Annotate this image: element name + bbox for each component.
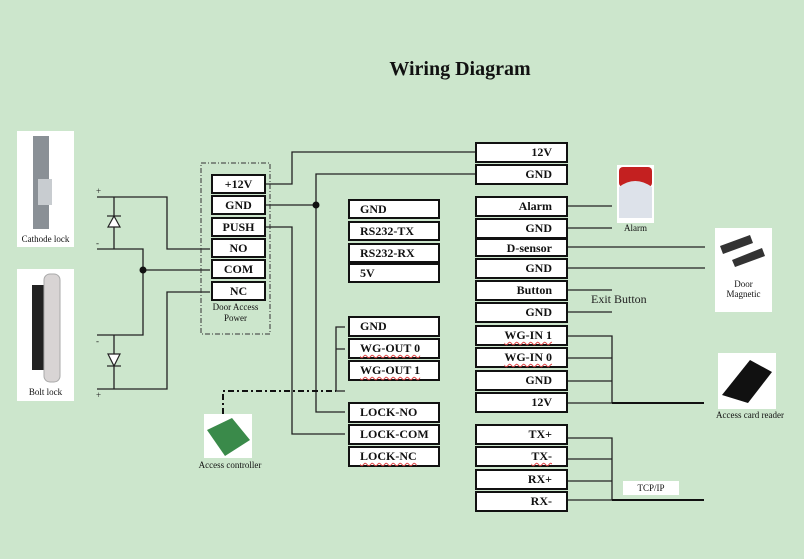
terminal-nc: NC (211, 281, 266, 301)
door-magnetic-label-2: Magnetic (726, 289, 761, 299)
diagram-title: Wiring Diagram (389, 58, 531, 80)
junction-dot (139, 266, 147, 274)
wg-out-0-text: WG-OUT 0 (360, 341, 421, 355)
lock-nc-text: LOCK-NC (360, 449, 417, 463)
power-caption-2: Power (224, 313, 247, 323)
terminal-push: PUSH (211, 217, 266, 237)
lock-no: LOCK-NO (348, 402, 440, 423)
tcp-tx-plus: TX+ (475, 424, 568, 445)
terminal-com: COM (211, 259, 266, 279)
alarm-label: Alarm (624, 223, 647, 233)
wg-in-1: WG-IN 1 (475, 325, 568, 346)
right-12v: 12V (475, 142, 568, 163)
rs232-5v: 5V (348, 263, 440, 283)
door-magnetic-label-1: Door (734, 279, 753, 289)
io-dsensor: D-sensor (475, 238, 568, 257)
io-dsensor-gnd: GND (475, 258, 568, 279)
lock-com: LOCK-COM (348, 424, 440, 445)
controller-link (222, 390, 336, 414)
wg-out-0: WG-OUT 0 (348, 338, 440, 359)
access-controller-label: Access controller (198, 460, 262, 470)
alarm-icon (617, 165, 654, 223)
rs232-rx: RS232-RX (348, 243, 440, 263)
io-alarm-gnd: GND (475, 218, 568, 239)
tcp-rx-minus: RX- (475, 491, 568, 512)
power-supply-frame (200, 162, 271, 335)
rs232-gnd: GND (348, 199, 440, 219)
io-button: Button (475, 280, 568, 301)
terminal-gnd: GND (211, 195, 266, 215)
cathode-lock-icon (17, 131, 74, 247)
wire-push (265, 226, 345, 435)
wire-wg-in (567, 335, 704, 404)
polarity-minus: - (96, 238, 99, 248)
exit-button-label: Exit Button (591, 292, 647, 306)
wg-in-1-text: WG-IN 1 (504, 328, 552, 342)
rs232-tx: RS232-TX (348, 221, 440, 241)
polarity-plus: + (96, 390, 102, 400)
cathode-lock-label: Cathode lock (21, 234, 70, 244)
diode-icon (106, 214, 122, 368)
wire-12v (265, 151, 477, 185)
wg-in-12v: 12V (475, 392, 568, 413)
wg-out-1: WG-OUT 1 (348, 360, 440, 381)
wg-in-0-text: WG-IN 0 (504, 350, 552, 364)
polarity-plus: + (96, 186, 102, 196)
wire-bolt-plus (97, 291, 210, 390)
door-magnetic-icon (715, 228, 772, 312)
access-controller-icon (204, 414, 252, 458)
wire-gnd-bus (315, 173, 477, 413)
access-card-reader-icon (718, 353, 776, 409)
wire-cathode-minus (97, 248, 144, 336)
wire-wg-out (335, 326, 345, 392)
tcp-rx-plus: RX+ (475, 469, 568, 490)
tcp-ip-label: TCP/IP (623, 481, 679, 495)
tcp-tx-minus: TX- (475, 446, 568, 467)
tcp-tx-minus-text: TX- (531, 449, 552, 463)
wg-out-gnd: GND (348, 316, 440, 337)
wg-in-0: WG-IN 0 (475, 347, 568, 368)
terminal-plus12v: +12V (211, 174, 266, 194)
wg-in-gnd: GND (475, 370, 568, 391)
io-button-gnd: GND (475, 302, 568, 323)
access-card-reader-label: Access card reader (716, 410, 784, 420)
terminal-no: NO (211, 238, 266, 258)
right-gnd: GND (475, 164, 568, 185)
junction-dot (312, 201, 320, 209)
bolt-lock-label: Bolt lock (28, 387, 63, 397)
bolt-lock-icon (17, 269, 74, 401)
power-caption-1: Door Access (212, 302, 259, 312)
wire-cathode-plus (97, 196, 210, 250)
polarity-minus: - (96, 336, 99, 346)
io-alarm: Alarm (475, 196, 568, 217)
wg-out-1-text: WG-OUT 1 (360, 363, 421, 377)
lock-nc: LOCK-NC (348, 446, 440, 467)
